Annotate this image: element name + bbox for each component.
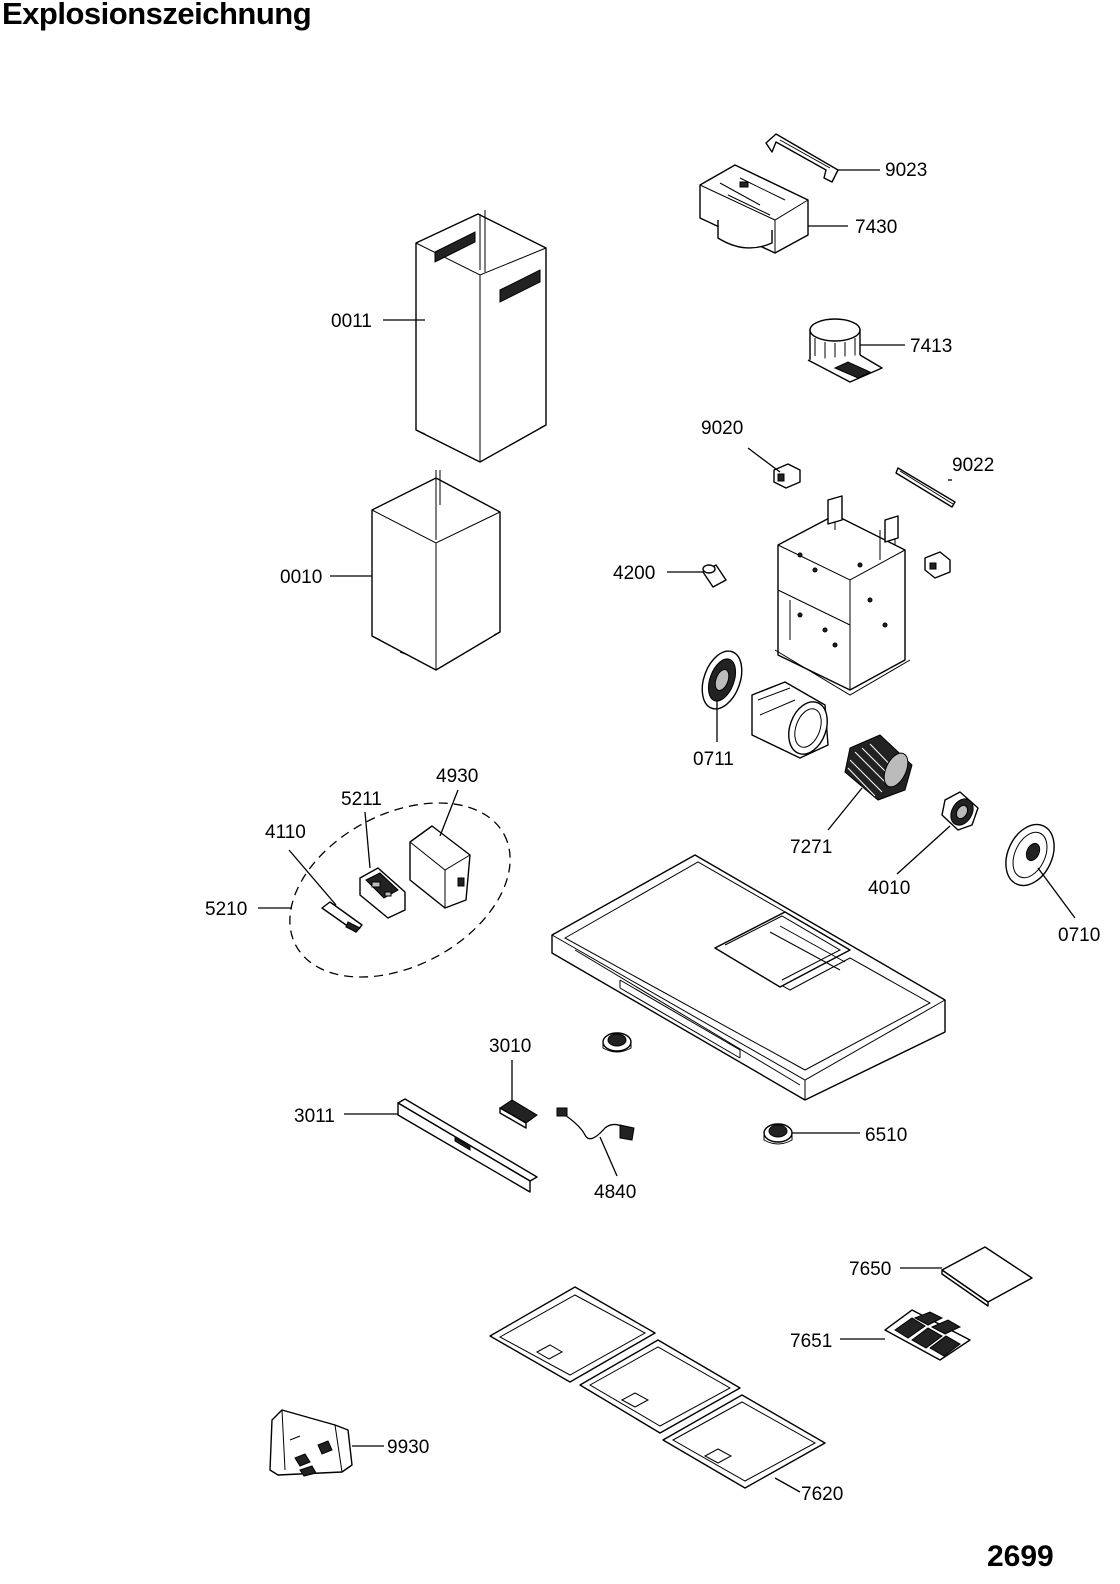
label-7413: 7413 [910,336,952,357]
label-9930: 9930 [387,1437,429,1458]
part-motor-housing [774,495,911,696]
electronics-group-outline [289,802,511,978]
label-7651: 7651 [790,1331,832,1352]
part-0010-lower-chimney [371,470,501,671]
part-6510-knob [763,1123,793,1145]
part-0710-cover-disk [1005,823,1055,887]
label-0011: 0011 [331,311,372,332]
label-4840: 4840 [594,1182,636,1203]
part-0011-upper-chimney [415,210,547,463]
label-4110: 4110 [265,822,306,843]
label-4200: 4200 [613,563,655,584]
part-7651-carbon-filter [884,1309,971,1361]
part-fan-scroll [751,681,829,759]
label-9020: 9020 [701,418,743,439]
label-3011: 3011 [294,1106,335,1127]
label-0010: 0010 [280,567,322,588]
label-5211: 5211 [341,789,382,810]
label-4010: 4010 [868,878,910,899]
part-4840-cable [556,1107,635,1141]
part-7620-grease-filter-3 [662,1394,826,1489]
part-7413-collar [807,318,883,383]
label-7650: 7650 [849,1259,891,1280]
part-4010-motor [941,791,979,831]
part-9930-accessory-bag [269,1409,353,1477]
part-knob-upper [602,1032,632,1053]
part-9022-rail [895,467,956,508]
part-3011-control-strip [397,1098,538,1193]
label-0710: 0710 [1058,925,1100,946]
label-5210: 5210 [205,899,247,920]
part-7620-grease-filter-2 [579,1339,741,1434]
label-9022: 9022 [952,455,994,476]
leader-lines [258,169,1076,1493]
page-number: 2699 [987,1540,1054,1573]
label-9023: 9023 [885,160,927,181]
part-7620-grease-filter-1 [489,1286,656,1383]
label-6510: 6510 [865,1125,907,1146]
part-7430-air-outlet [699,164,809,254]
part-9020-clip [773,463,801,489]
part-4110-switch [321,901,363,933]
part-4930-control-box [409,825,471,909]
part-side-clip [924,551,951,579]
part-4200-capacitor [702,564,727,588]
label-7620: 7620 [801,1484,843,1505]
label-0711: 0711 [693,749,734,770]
part-7271-impeller [844,734,913,801]
part-0711-inlet-ring [701,650,743,710]
part-9023-bracket [765,133,839,183]
part-number-labels: 9023 7430 0011 7413 9020 9022 0010 4200 … [205,160,1100,1505]
label-3010: 3010 [489,1036,531,1057]
diagram-title: Explosionszeichnung [2,0,312,31]
part-7650-filter-pad [941,1246,1033,1307]
label-7430: 7430 [855,217,897,238]
part-3010-switch-block [499,1099,538,1129]
part-5211-circuit-board [359,867,406,919]
label-7271: 7271 [790,837,832,858]
part-hood-body [551,854,946,1101]
label-4930: 4930 [436,766,478,787]
